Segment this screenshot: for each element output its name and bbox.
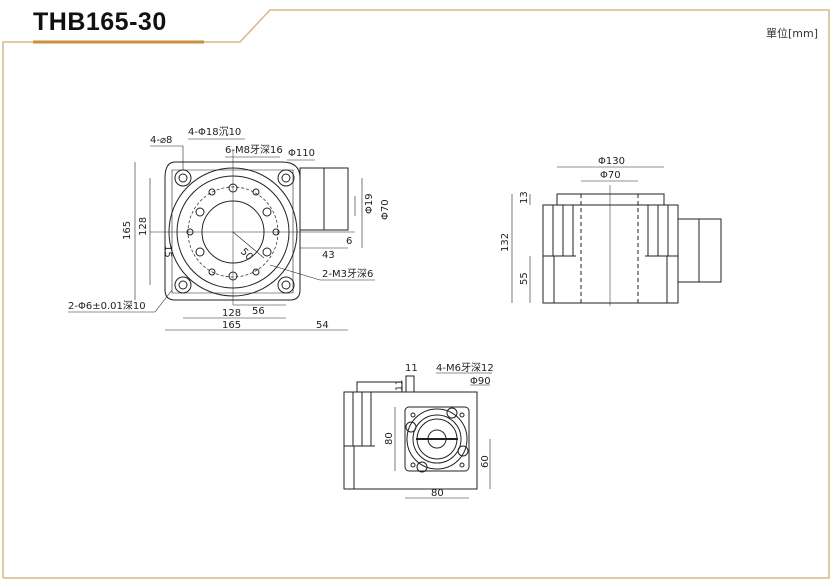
dim-width-outer: 165 bbox=[222, 320, 241, 331]
label-tapped-holes-bottom: 4-M6牙深12 bbox=[436, 362, 494, 374]
label-counterbore: 4-Φ18沉10 bbox=[188, 125, 241, 138]
dim-motor-offset: 43 bbox=[322, 250, 335, 261]
dim-pin-spacing: 56 bbox=[252, 306, 265, 317]
dim-key-height: 11 bbox=[395, 380, 405, 391]
dim-top-height: 13 bbox=[519, 191, 530, 204]
dim-bore-dia: Φ70 bbox=[600, 170, 621, 181]
dim-shaft-dia: Φ19 bbox=[364, 193, 375, 214]
dim-motor-gap: 6 bbox=[346, 236, 352, 247]
label-small-tap: 2-M3牙深6 bbox=[322, 268, 373, 280]
model-title: THB165-30 bbox=[33, 8, 167, 36]
dim-key-width: 11 bbox=[405, 363, 418, 374]
dim-total-height: 132 bbox=[500, 233, 511, 252]
label-offset: 15 bbox=[162, 245, 173, 258]
dim-motor-length: 54 bbox=[316, 320, 329, 331]
dim-height-outer: 165 bbox=[122, 221, 133, 240]
dim-height-inner: 128 bbox=[138, 217, 149, 236]
dim-base-height: 55 bbox=[519, 272, 530, 285]
unit-label: 單位[mm] bbox=[766, 27, 819, 40]
dim-flange-height: 80 bbox=[384, 432, 395, 445]
label-pitch-circle-bottom: Φ90 bbox=[470, 376, 491, 387]
label-pitch-circle: Φ110 bbox=[288, 148, 315, 159]
label-tapped-holes: 6-M8牙深16 bbox=[225, 144, 283, 156]
label-mount-hole: 4-⌀8 bbox=[150, 135, 172, 146]
dim-flange-width: 80 bbox=[431, 488, 444, 499]
label-pin-holes: 2-Φ6±0.01深10 bbox=[68, 300, 146, 312]
dim-offset: 60 bbox=[480, 455, 491, 468]
dim-flange-dia: Φ70 bbox=[380, 199, 391, 220]
dim-width-inner: 128 bbox=[222, 308, 241, 319]
dim-top-dia: Φ130 bbox=[598, 156, 625, 167]
